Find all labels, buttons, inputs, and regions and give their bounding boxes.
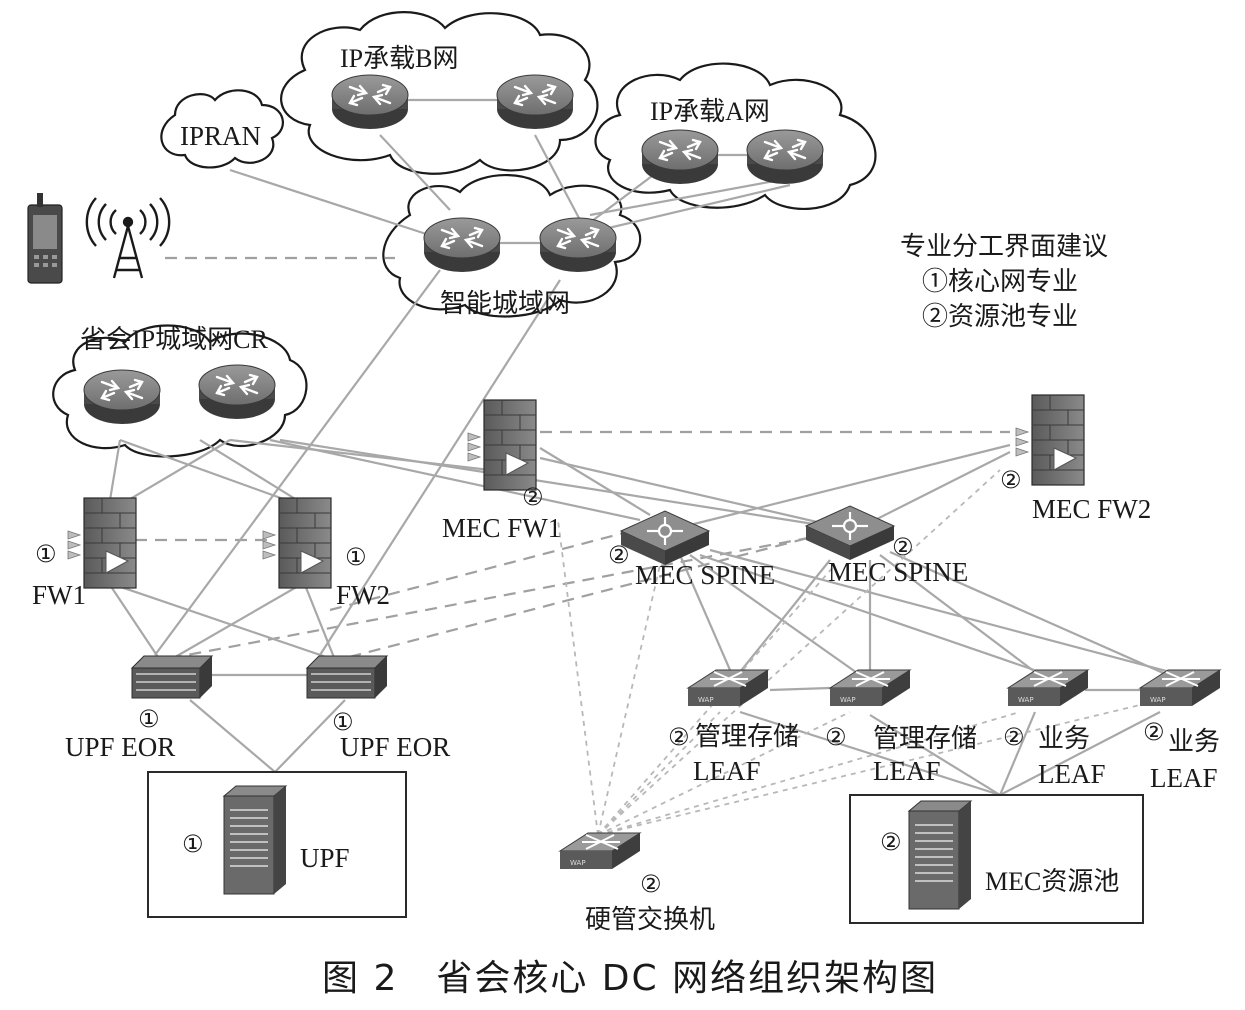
mec-fw2-label: MEC FW2: [1032, 494, 1151, 524]
mec-pool-label: MEC资源池: [985, 867, 1119, 896]
marker-core: ①: [332, 708, 354, 736]
marker-pool: ②: [640, 870, 662, 898]
ip-a-label: IP承载A网: [650, 97, 770, 126]
firewall-icon: [67, 497, 137, 589]
hardware-switch-icon: [559, 832, 641, 870]
marker-pool: ②: [880, 828, 902, 856]
legend-item-core: ①核心网专业: [922, 267, 1078, 296]
eor-switch-icon: [306, 655, 388, 699]
ipran-label: IPRAN: [180, 121, 261, 151]
fw2-label: FW2: [336, 580, 390, 610]
marker-core: ①: [345, 543, 367, 571]
links: [108, 98, 1171, 836]
biz-leaf-2-line1: 业务: [1168, 727, 1220, 756]
marker-pool: ②: [1000, 466, 1022, 494]
mgmt-leaf-1-line2: LEAF: [693, 756, 761, 786]
marker-pool: ②: [892, 533, 914, 561]
mgmt-leaf-2-line2: LEAF: [873, 756, 941, 786]
upf-box: [147, 771, 407, 918]
eor-switch-icon: [131, 655, 213, 699]
hw-switch-label: 硬管交换机: [585, 905, 715, 934]
marker-core: ①: [138, 705, 160, 733]
marker-pool: ②: [668, 723, 690, 751]
router-icon: [197, 363, 277, 421]
ip-b-cloud: [280, 11, 599, 175]
router-icon: [495, 73, 575, 131]
marker-pool: ②: [1003, 723, 1025, 751]
mec-spine-1-label: MEC SPINE: [635, 560, 775, 590]
mec-pool-box: [849, 794, 1144, 924]
spine-switch-icon: [804, 504, 896, 562]
legend-title: 专业分工界面建议: [900, 232, 1108, 261]
biz-leaf-1-line1: 业务: [1038, 724, 1090, 753]
router-icon: [745, 128, 825, 186]
firewall-icon: [262, 497, 332, 589]
cr-label: 省会IP城域网CR: [80, 325, 268, 354]
mec-fw1-label: MEC FW1: [442, 513, 561, 543]
marker-core: ①: [182, 830, 204, 858]
router-icon: [82, 368, 162, 426]
leaf-switch-icon: [1007, 669, 1089, 707]
router-icon: [422, 216, 502, 274]
upf-eor-1-label: UPF EOR: [65, 732, 175, 762]
leaf-switch-icon: [687, 669, 769, 707]
marker-pool: ②: [522, 483, 544, 511]
antenna-tower-icon: [85, 197, 171, 279]
smart-metro-label: 智能城域网: [440, 289, 570, 318]
leaf-switch-icon: [1139, 669, 1221, 707]
marker-pool: ②: [825, 723, 847, 751]
mgmt-leaf-2-line1: 管理存储: [873, 724, 977, 753]
upf-label: UPF: [300, 843, 350, 873]
marker-pool: ②: [608, 541, 630, 569]
router-icon: [640, 128, 720, 186]
fw1-label: FW1: [32, 580, 86, 610]
leaf-switch-icon: [829, 669, 911, 707]
mec-server-icon: [908, 800, 972, 910]
firewall-icon: [467, 399, 537, 491]
marker-pool: ②: [1143, 718, 1165, 746]
upf-server-icon: [223, 785, 287, 895]
ip-b-label: IP承载B网: [340, 44, 458, 73]
mgmt-leaf-1-line1: 管理存储: [695, 722, 799, 751]
biz-leaf-1-line2: LEAF: [1038, 759, 1106, 789]
marker-core: ①: [35, 540, 57, 568]
ipran-cloud: [160, 89, 284, 169]
mec-spine-2-label: MEC SPINE: [828, 557, 968, 587]
mobile-phone-icon: [27, 193, 63, 284]
upf-eor-2-label: UPF EOR: [340, 732, 450, 762]
router-icon: [538, 216, 618, 274]
figure-caption: 图 2 省会核心 DC 网络组织架构图: [322, 958, 938, 999]
legend-item-pool: ②资源池专业: [922, 302, 1078, 331]
biz-leaf-2-line2: LEAF: [1150, 763, 1218, 793]
firewall-icon: [1015, 394, 1085, 486]
router-icon: [330, 73, 410, 131]
